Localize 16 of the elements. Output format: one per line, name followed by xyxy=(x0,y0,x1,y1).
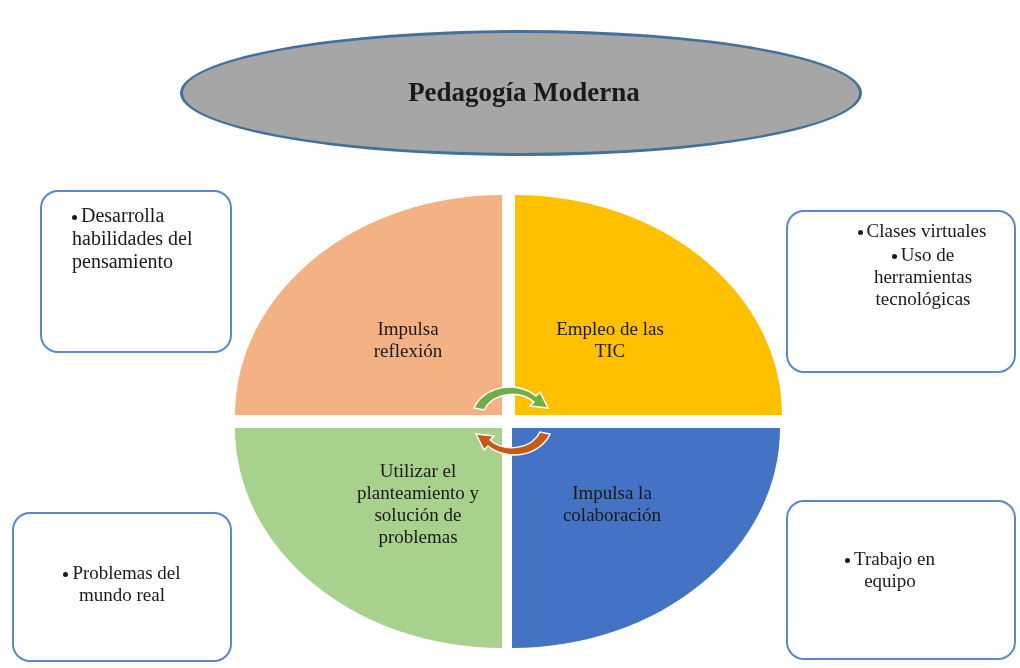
text-card xyxy=(12,512,232,662)
bullet-text: Clases virtuales xyxy=(837,220,1007,242)
quadrant-segment xyxy=(235,428,502,648)
bullet-text: Uso de herramientas tecnológicas xyxy=(872,244,974,310)
text-card xyxy=(786,210,1016,373)
bullet-text: Trabajo en equipo xyxy=(830,548,950,592)
text-card xyxy=(40,190,232,353)
title-text: Pedagogía Moderna xyxy=(407,77,641,109)
bullet-text: Problemas del mundo real xyxy=(37,562,207,606)
quadrant-segment xyxy=(235,195,502,415)
text-card xyxy=(786,500,1016,660)
bullet-text: Desarrolla habilidades del pensamiento xyxy=(72,204,194,273)
segment-label: Utilizar el planteamiento y solución de problemas xyxy=(356,460,480,548)
segment-label: Impulsa reflexión xyxy=(372,318,444,362)
segment-label: Empleo de las TIC xyxy=(555,318,665,362)
segment-label: Impulsa la colaboración xyxy=(561,482,663,526)
